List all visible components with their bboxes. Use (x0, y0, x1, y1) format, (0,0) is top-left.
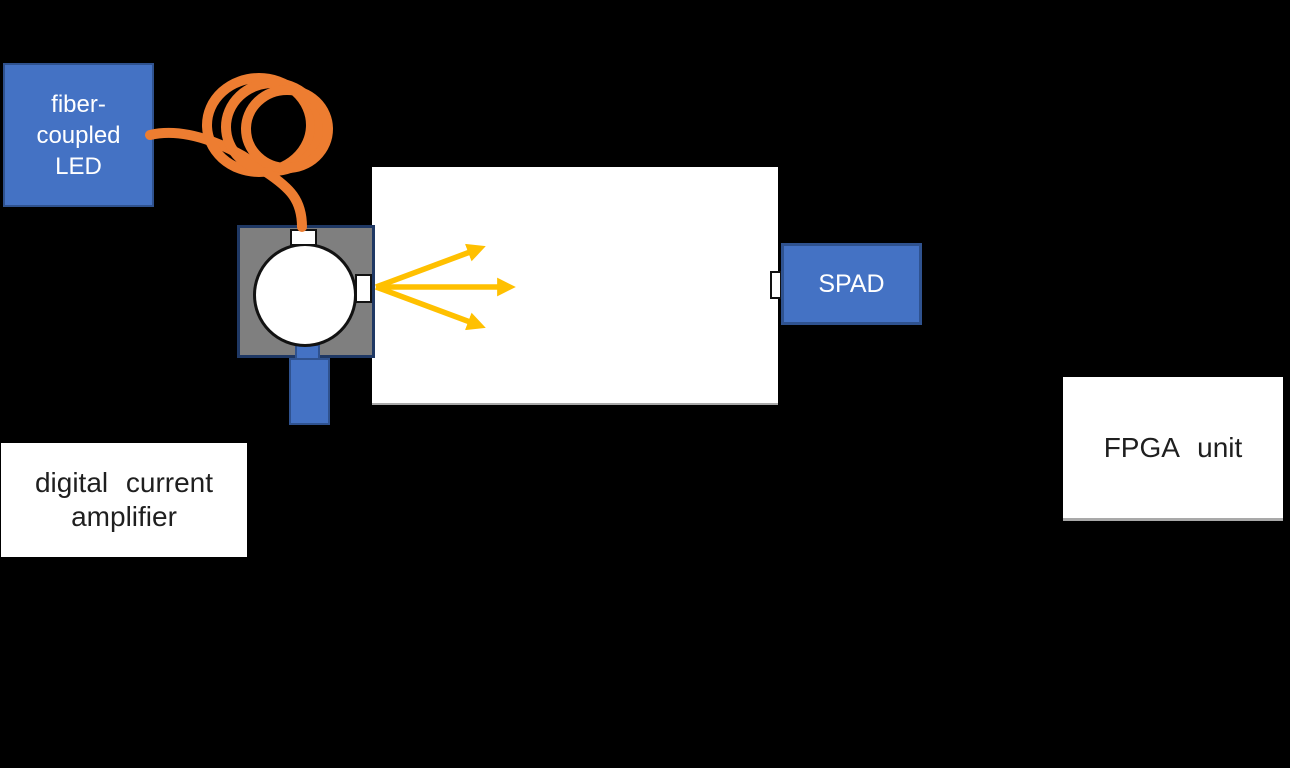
led-label-line3: LED (55, 152, 102, 180)
fpga-label: FPGA unit (1103, 431, 1243, 463)
spad-label: SPAD (818, 269, 885, 298)
sphere-input-port (290, 229, 317, 246)
fpga-unit-box: FPGA unit (1063, 377, 1283, 521)
sphere-mount-stem (289, 358, 330, 425)
sphere-output-port (355, 274, 372, 303)
amplifier-label-line1: digital current (34, 467, 214, 498)
led-label-line1: fiber- (51, 90, 106, 118)
amplifier-label-line2: amplifier (71, 501, 177, 532)
integrating-sphere-icon (253, 243, 357, 347)
diffuser-screen-panel (372, 167, 778, 405)
fiber-coupled-led-box: fiber- coupled LED (3, 63, 154, 207)
coiled-optical-fiber-icon (145, 73, 333, 232)
spad-box: SPAD (781, 243, 922, 325)
digital-current-amplifier-box: digital current amplifier (1, 443, 247, 557)
led-label-line2: coupled (36, 121, 121, 149)
